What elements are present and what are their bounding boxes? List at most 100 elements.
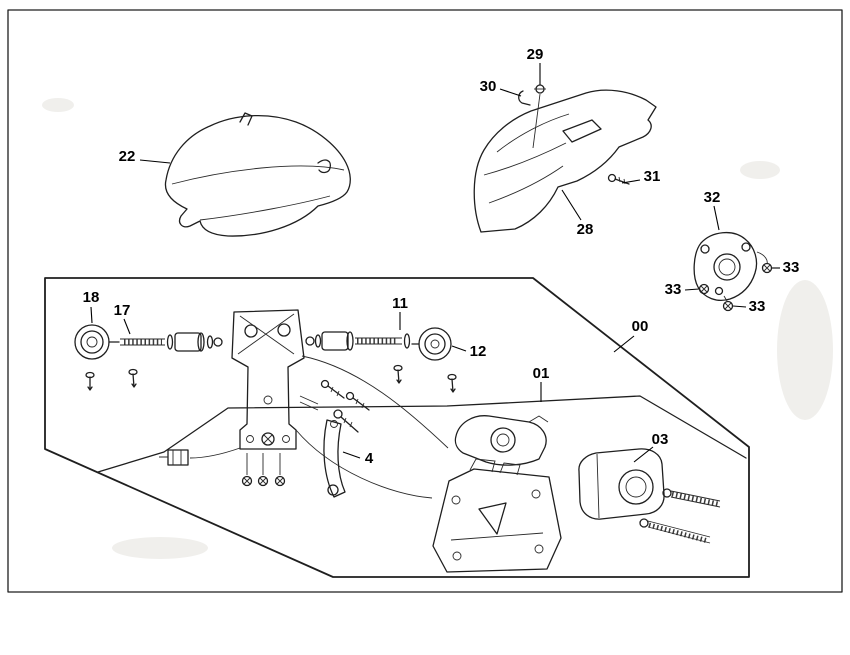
turn-signal-right-12 xyxy=(393,327,457,393)
leader-4 xyxy=(342,451,361,459)
plate-hole-2 xyxy=(741,242,751,252)
nut-row xyxy=(241,475,286,487)
callout-33b: 33 xyxy=(665,281,682,298)
taillight-tab xyxy=(528,415,549,423)
screw-under-12-a xyxy=(393,364,403,384)
bushing-left-end xyxy=(197,332,205,352)
cover-tab xyxy=(239,112,253,126)
lamp-03-lens-inner xyxy=(625,476,647,498)
lamp-03-seam xyxy=(596,453,600,519)
leader-00 xyxy=(613,335,635,353)
washer-right-1 xyxy=(314,334,322,348)
lamp-12-inner xyxy=(430,339,440,349)
bushing-right xyxy=(321,331,349,351)
lamp-03-lens-outer xyxy=(618,469,654,505)
axle-right-11 xyxy=(305,331,411,351)
cover-outline xyxy=(164,114,351,237)
cover-seam-bottom xyxy=(199,195,331,221)
bolt-29-axis-line xyxy=(532,93,541,149)
callout-17: 17 xyxy=(114,302,131,319)
screw-under-18-b xyxy=(128,368,138,388)
callout-00: 00 xyxy=(632,318,649,335)
wire-to-connector xyxy=(189,447,241,459)
leader-17 xyxy=(123,318,131,335)
stay-arm xyxy=(323,419,346,498)
callout-32: 32 xyxy=(704,189,721,206)
plate-outline xyxy=(693,232,758,302)
screw-under-12-b xyxy=(447,373,457,393)
bracket-hole-d xyxy=(534,544,544,554)
fender-fold xyxy=(483,142,567,176)
screw-under-18-a xyxy=(85,371,95,391)
bracket-foot-cross xyxy=(263,434,273,444)
callout-12: 12 xyxy=(470,343,487,360)
lamp-12-outer xyxy=(418,327,452,361)
plate-center-hole-inner xyxy=(718,258,736,276)
taillight-lens-outer xyxy=(490,427,516,453)
washer-left-1 xyxy=(166,334,174,350)
plate-hole-1 xyxy=(700,244,710,254)
scan-artifacts xyxy=(42,98,833,559)
lamp-18-inner xyxy=(86,336,98,348)
leader-22 xyxy=(139,159,171,164)
stay-arm-hole-top xyxy=(330,420,338,428)
taillight-body xyxy=(454,415,547,466)
rear-fender-28 xyxy=(473,84,657,233)
screw-31-threads xyxy=(618,176,626,185)
plate-hole-3 xyxy=(714,286,724,296)
leader-12 xyxy=(451,345,467,352)
bracket-foot-hole-r xyxy=(282,435,290,443)
turn-signal-left-18 xyxy=(74,324,138,391)
callout-01: 01 xyxy=(533,365,550,382)
lamp-18-mid xyxy=(80,330,104,354)
fender-slot xyxy=(562,119,602,143)
fender-outline xyxy=(473,89,657,233)
bolt-33c xyxy=(722,295,734,312)
lamp-03-body xyxy=(578,448,665,520)
callout-28: 28 xyxy=(577,221,594,238)
bracket-hole-b xyxy=(531,489,541,499)
leader-33b xyxy=(684,288,700,291)
leader-03 xyxy=(633,446,654,463)
leader-18 xyxy=(90,306,93,324)
nut-left xyxy=(213,337,223,347)
bracket-hole-c xyxy=(452,551,462,561)
bracket-hole-a xyxy=(451,495,461,505)
mount-screw-03-a xyxy=(662,488,721,508)
rod-edges-left xyxy=(120,338,165,346)
small-bracket xyxy=(299,395,319,411)
mount-plate-32 xyxy=(693,232,773,312)
bolt-4c xyxy=(333,409,359,433)
callout-30: 30 xyxy=(480,78,497,95)
bracket-column-hole xyxy=(263,395,273,405)
bracket-foot-hole-l xyxy=(246,435,254,443)
fender-seam-1 xyxy=(496,113,570,153)
connector-body xyxy=(167,449,189,466)
washer-left-2 xyxy=(206,335,214,349)
plate-center-hole-outer xyxy=(713,253,741,281)
screw-31-shaft xyxy=(614,178,630,185)
taillight-assembly-01 xyxy=(432,415,562,573)
clip-30 xyxy=(518,90,531,106)
license-bracket xyxy=(432,468,562,573)
callout-33c: 33 xyxy=(749,298,766,315)
taillight-lens-inner xyxy=(496,433,510,447)
callout-03: 03 xyxy=(652,431,669,448)
bolt-33b xyxy=(698,283,710,295)
callouts: 22 29 30 31 28 32 33 33 33 00 01 18 17 1… xyxy=(83,46,800,467)
bushing-left xyxy=(174,332,202,352)
cover-hook xyxy=(317,159,332,174)
nut-right xyxy=(305,336,315,346)
lamp-unit-03 xyxy=(578,448,721,544)
callout-31: 31 xyxy=(644,168,661,185)
wiring-harness xyxy=(159,355,449,499)
leader-32 xyxy=(713,205,720,231)
leader-31 xyxy=(621,179,641,184)
stay-arm-hole-bottom xyxy=(327,484,339,496)
bolt-33a xyxy=(761,262,773,274)
bracket-brace xyxy=(237,313,295,355)
cover-seam-top xyxy=(171,165,345,185)
screw-4a xyxy=(320,379,345,399)
